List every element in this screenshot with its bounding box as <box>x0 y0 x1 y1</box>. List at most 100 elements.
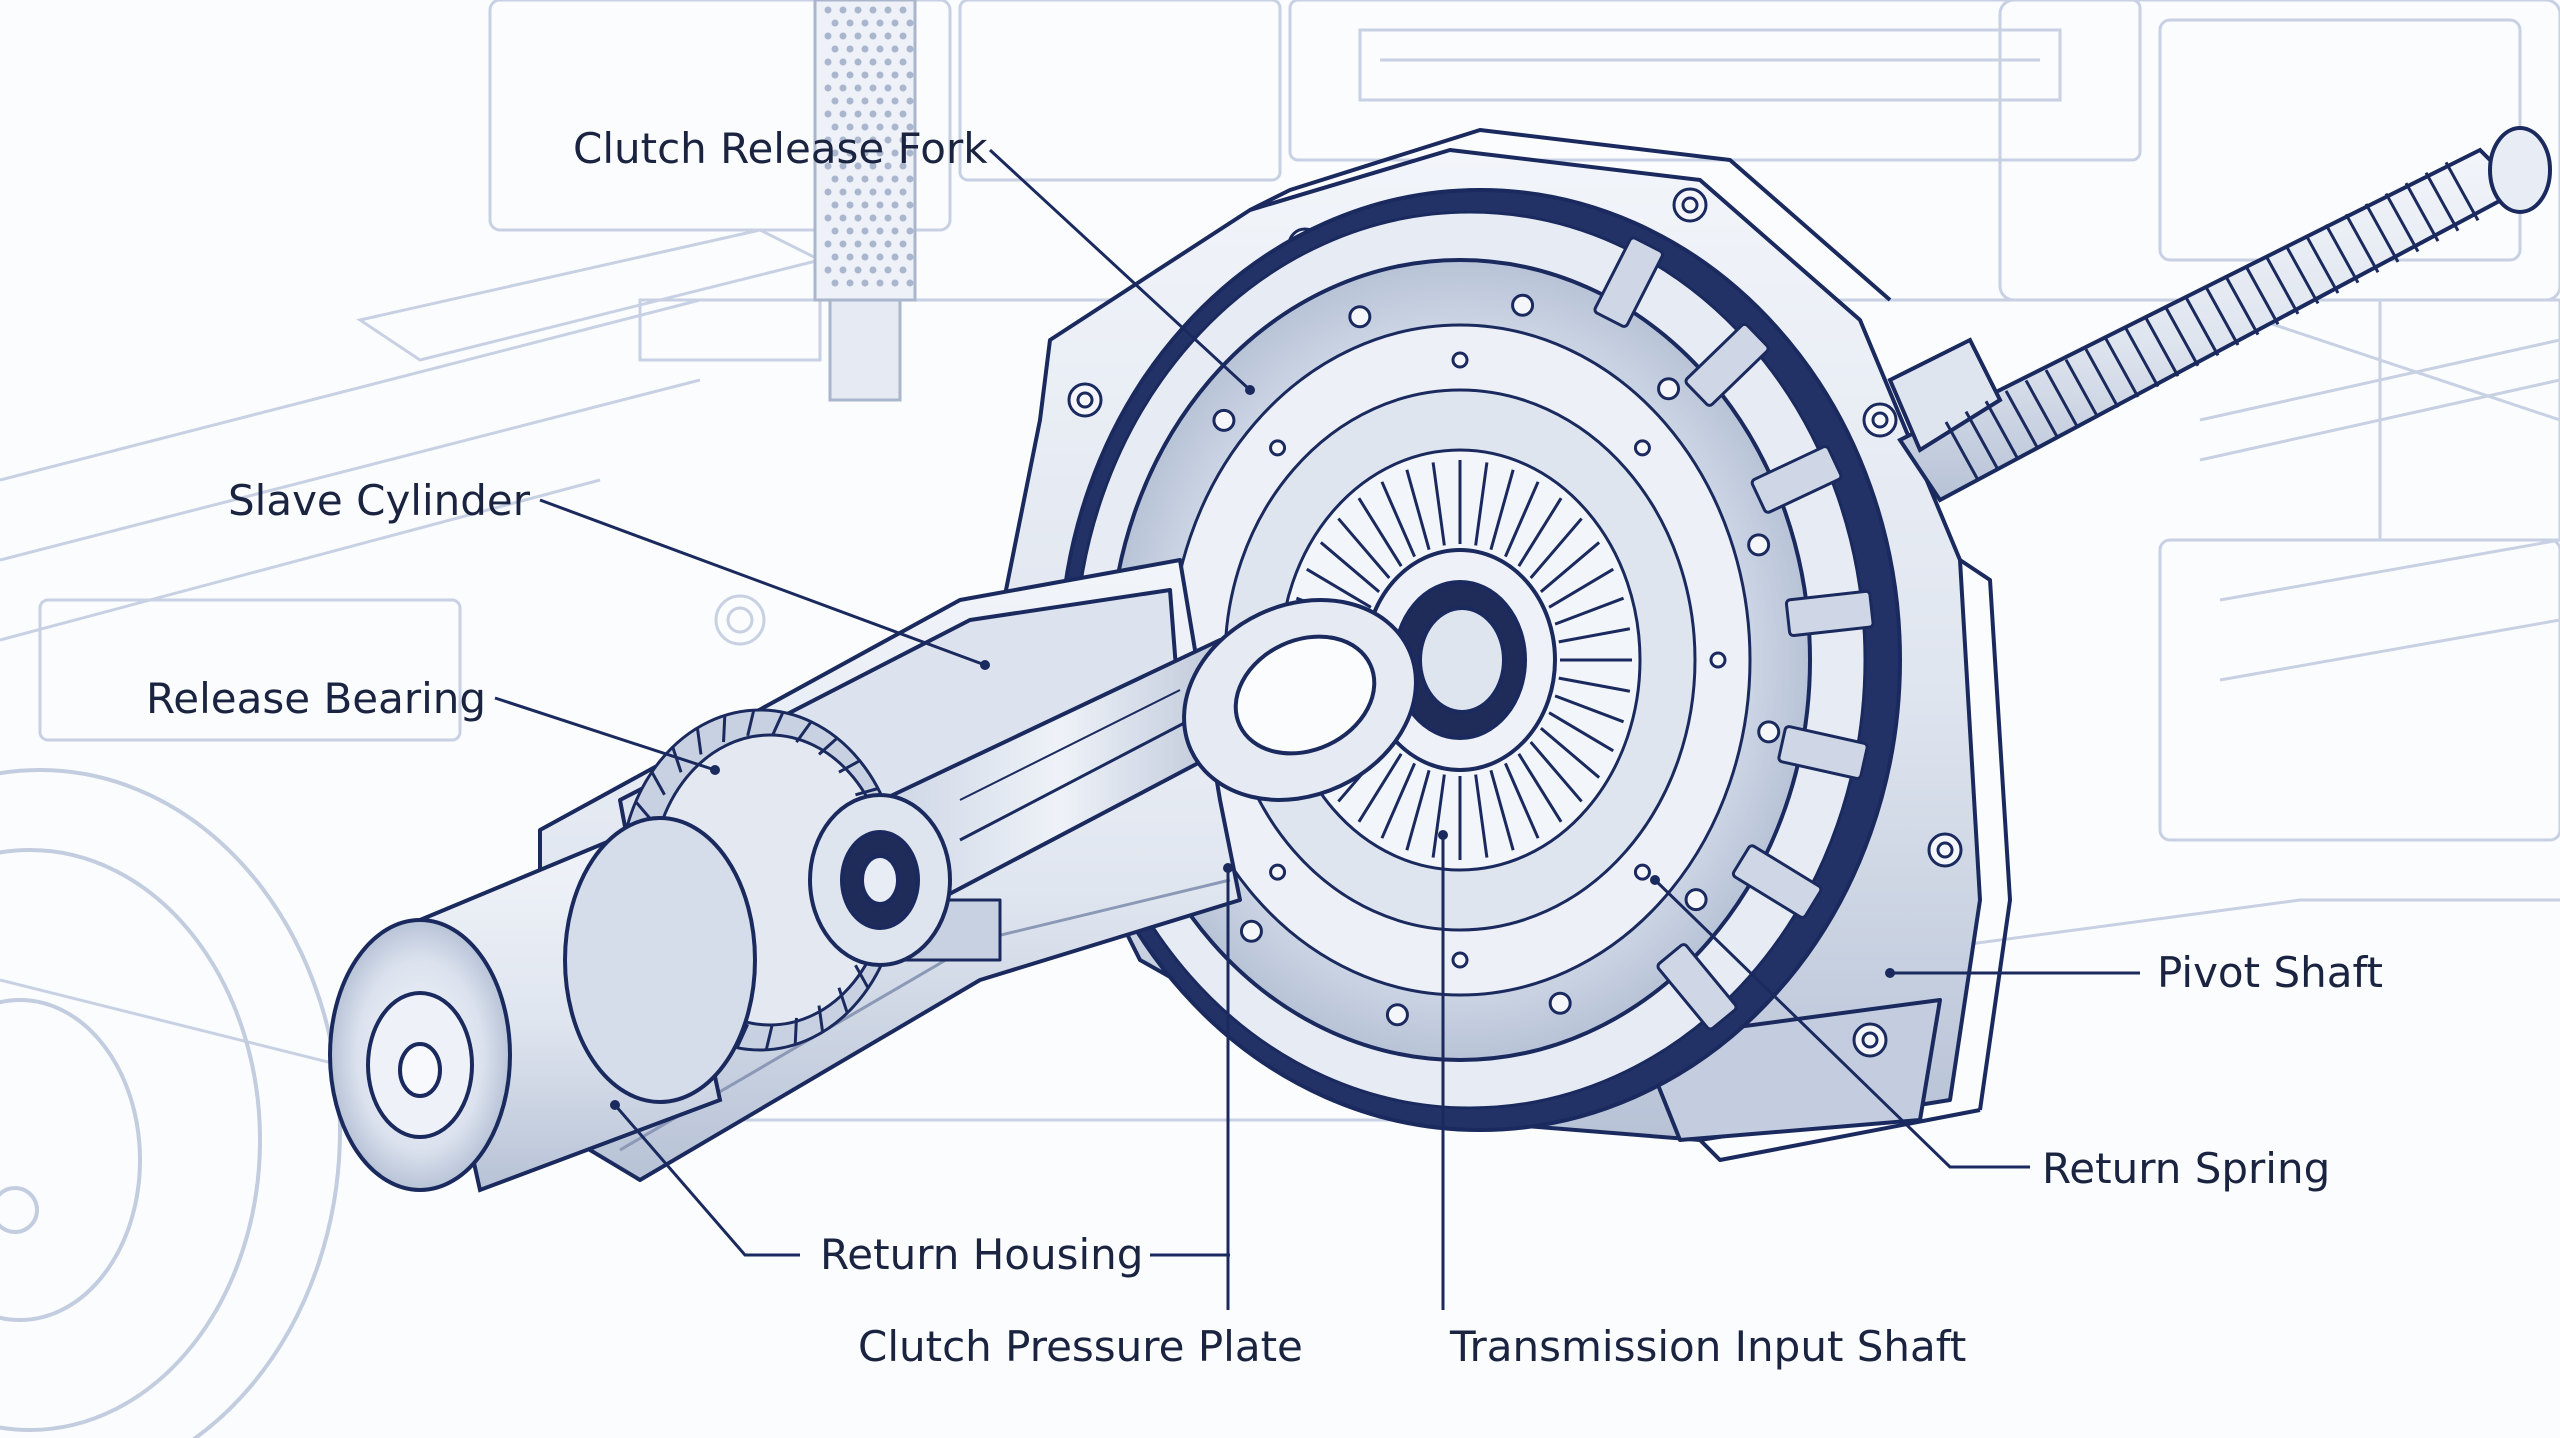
gear-tooth <box>854 964 870 989</box>
perforation-dot <box>869 188 877 196</box>
perforation-dot <box>906 253 914 261</box>
spring-finger <box>1517 497 1563 567</box>
friction-segment <box>1777 725 1869 780</box>
friction-segment <box>1750 445 1843 514</box>
perforation-dot <box>891 227 899 235</box>
perforation-dot <box>846 253 854 261</box>
center-hub <box>1363 548 1557 772</box>
perforation-dot <box>831 71 839 79</box>
plate-bolt <box>1633 439 1651 457</box>
perforation-dot <box>891 45 899 53</box>
gear-tooth <box>746 709 756 737</box>
perforation-dot <box>876 279 884 287</box>
plate-bolt <box>1657 377 1681 401</box>
perforation-dot <box>824 58 832 66</box>
plate-bolt <box>1633 863 1651 881</box>
leader-return-housing <box>613 1104 1230 1257</box>
perforation-dot <box>906 123 914 131</box>
perforation-dot <box>831 97 839 105</box>
leader-endpoints <box>610 385 1895 1110</box>
perforation-dot <box>824 110 832 118</box>
perforation-dot <box>861 149 869 157</box>
label-return-housing: Return Housing <box>820 1230 1144 1279</box>
perforation-dot <box>831 201 839 209</box>
perforation-dot <box>824 84 832 92</box>
perforation-dot <box>906 201 914 209</box>
leader-return-spring <box>1653 878 2030 1169</box>
perforation-dot <box>869 32 877 40</box>
perforation-dot <box>854 188 862 196</box>
perforation-dot <box>839 136 847 144</box>
perforation-dot <box>839 58 847 66</box>
thread-line <box>2164 307 2200 367</box>
plate-bolt <box>1548 991 1572 1015</box>
spring-finger <box>1529 741 1583 803</box>
gear-tooth <box>722 715 727 743</box>
spring-finger <box>1489 469 1515 551</box>
perforation-dot <box>899 136 907 144</box>
perforation-dot <box>884 214 892 222</box>
perforation-dot <box>854 84 862 92</box>
perforation-dot <box>839 162 847 170</box>
perforation-dot <box>854 110 862 118</box>
gear-tooth <box>817 737 839 756</box>
gear-tooth <box>795 720 813 743</box>
thread-line <box>2184 296 2220 357</box>
spring-finger <box>1405 469 1431 551</box>
perforation-dot <box>899 266 907 274</box>
perforation-dot <box>846 97 854 105</box>
leader-slave-cylinder <box>539 498 986 667</box>
perforation-dot <box>899 32 907 40</box>
perforation-dot <box>876 149 884 157</box>
plate-bolt <box>1511 293 1535 317</box>
spring-finger <box>1554 596 1625 626</box>
perforation-dot <box>846 19 854 27</box>
perforation-dot <box>861 253 869 261</box>
perforation-dot <box>876 19 884 27</box>
perforation-dot <box>861 279 869 287</box>
gear-tooth <box>764 1023 774 1051</box>
spring-finger <box>1539 541 1601 593</box>
spring-finger <box>1405 769 1431 851</box>
perforation-dot <box>854 32 862 40</box>
label-pivot-shaft: Pivot Shaft <box>2157 948 2383 997</box>
thread-line <box>2364 203 2400 263</box>
friction-segment <box>1593 236 1664 328</box>
perforation-dot <box>839 188 847 196</box>
plate-bolt <box>1212 408 1236 432</box>
perforation-dot <box>854 136 862 144</box>
perforation-dot <box>899 110 907 118</box>
return-housing-cylinder <box>328 816 757 1193</box>
thread-line <box>2144 317 2180 377</box>
spring-finger <box>1431 462 1446 546</box>
perforation-dot <box>884 84 892 92</box>
gear-tooth <box>650 771 666 796</box>
label-return-spring: Return Spring <box>2042 1144 2331 1193</box>
perforation-dot <box>899 58 907 66</box>
spring-finger <box>1380 481 1416 558</box>
thread-line <box>2344 213 2380 274</box>
perforation-dot <box>831 279 839 287</box>
perforation-dot <box>854 214 862 222</box>
perforation-dot <box>876 227 884 235</box>
perforation-dot <box>899 6 907 14</box>
perforation-dot <box>899 84 907 92</box>
perforation-dot <box>846 279 854 287</box>
plate-bolt <box>1757 720 1781 744</box>
thread-line <box>2124 327 2160 388</box>
perforation-dot <box>831 253 839 261</box>
perforation-dot <box>824 32 832 40</box>
thread-line <box>2024 379 2060 440</box>
perforation-dot <box>891 97 899 105</box>
perforation-dot <box>839 110 847 118</box>
perforation-dot <box>906 149 914 157</box>
perforation-dot <box>876 97 884 105</box>
perforation-dot <box>831 149 839 157</box>
plate-bolt <box>1269 439 1287 457</box>
perforation-dot <box>884 188 892 196</box>
perforation-dot <box>824 214 832 222</box>
perforation-dot <box>846 45 854 53</box>
release-fork-arm <box>808 598 1418 967</box>
leader-clutch-release-fork <box>988 148 1252 392</box>
perforation-dot <box>854 162 862 170</box>
